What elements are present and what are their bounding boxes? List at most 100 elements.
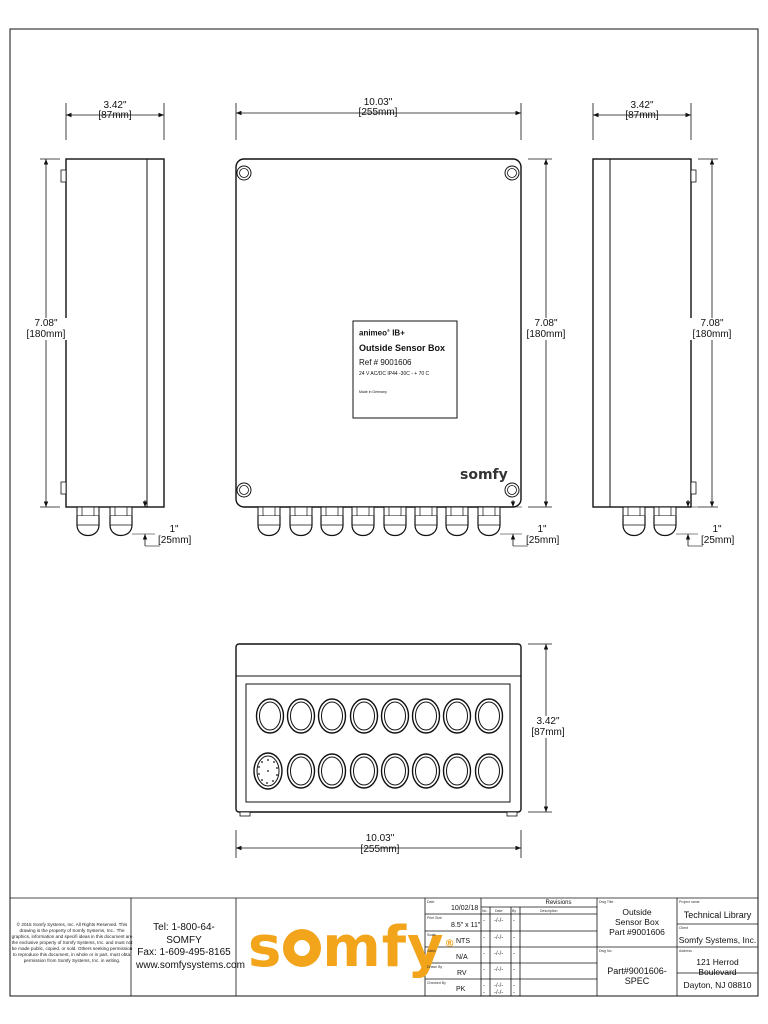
revision-no: - <box>483 918 485 924</box>
revision-no: - <box>483 983 485 989</box>
revision-header-no: No. <box>482 909 488 913</box>
fax-number: Fax: 1-609-495-8165 <box>137 947 231 958</box>
dimension-value: 3.42" <box>630 100 654 111</box>
left-gland-label: 1" [25mm] <box>158 524 192 546</box>
print-size-value: 8.5" x 11" <box>451 922 481 929</box>
product-model-suffix: IB+ <box>389 328 405 338</box>
revision-by: - <box>513 990 515 996</box>
checked-by-label: Checked By <box>427 981 446 985</box>
registered-mark: ® <box>387 328 390 333</box>
front-view <box>235 158 522 537</box>
left-width-label: 3.42" [87mm] <box>95 101 135 121</box>
front-width-label: 10.03" [255mm] <box>358 98 398 118</box>
address-line-2: Dayton, NJ 08810 <box>683 980 752 990</box>
revision-by: - <box>513 918 515 924</box>
legal-notice: © 2015 Somfy Systems, Inc. All Rights Re… <box>11 922 133 963</box>
dwg-title-label: Dwg Title <box>599 900 614 904</box>
address-line-1: 121 Herrod Boulevard <box>696 957 739 977</box>
left-width-dimension <box>65 103 165 140</box>
front-width-dimension <box>235 103 522 140</box>
product-label: animeo® IB+ Outside Sensor Box Ref # 900… <box>359 328 455 394</box>
title-block-grid <box>10 897 758 996</box>
product-brand: animeo <box>359 328 388 338</box>
right-gland-dimension <box>676 500 703 547</box>
sales-value: N/A <box>456 954 468 961</box>
dimension-mm: [25mm] <box>526 535 560 546</box>
revision-header-description: Description <box>540 909 558 913</box>
sales-label: Sales <box>427 949 436 953</box>
left-gland-dimension <box>132 500 160 547</box>
left-side-view <box>60 158 165 537</box>
print-size-label: Print Size <box>427 916 442 920</box>
dwg-title-line: Part #9001606 <box>609 927 665 937</box>
project-name: Technical Library <box>683 910 752 920</box>
scale-value: NTS <box>456 938 470 945</box>
dimension-value: 10.03" <box>365 833 395 844</box>
front-height-label: 7.08" [180mm] <box>524 318 568 340</box>
phone-number: Tel: 1-800-64-SOMFY <box>153 922 215 946</box>
drawn-by-label: Drawn By <box>427 965 443 969</box>
dimension-mm: [180mm] <box>26 329 66 340</box>
dimension-mm: [87mm] <box>98 110 132 121</box>
dimension-mm: [25mm] <box>158 535 192 546</box>
right-width-dimension <box>592 103 692 140</box>
dimension-mm: [87mm] <box>625 110 659 121</box>
revision-date: -/-/- <box>494 935 504 941</box>
revision-by: - <box>513 935 515 941</box>
dimension-mm: [180mm] <box>692 329 732 340</box>
right-width-label: 3.42" [87mm] <box>622 101 662 121</box>
client-label: Client <box>679 926 688 930</box>
dimension-mm: [180mm] <box>526 329 566 340</box>
right-side-view <box>592 158 697 537</box>
contact-info: Tel: 1-800-64-SOMFY Fax: 1-609-495-8165 … <box>136 922 245 972</box>
revision-by: - <box>513 951 515 957</box>
left-height-label: 7.08" [180mm] <box>24 318 68 340</box>
dimension-mm: [255mm] <box>358 107 398 118</box>
revision-date: -/-/- <box>494 983 504 989</box>
drawn-by-value: RV <box>457 970 467 977</box>
revision-no: - <box>483 935 485 941</box>
dimension-value: 1" <box>169 524 179 535</box>
dimension-value: 7.08" <box>534 318 558 329</box>
bottom-width-dimension <box>235 830 522 858</box>
revision-by: - <box>513 967 515 973</box>
dimension-mm: [255mm] <box>360 844 400 855</box>
right-height-label: 7.08" [180mm] <box>690 318 734 340</box>
bottom-view <box>235 643 522 817</box>
revision-date: -/-/- <box>494 990 504 996</box>
dimension-value: 1" <box>537 524 547 535</box>
page-border <box>9 28 759 997</box>
revision-no: - <box>483 951 485 957</box>
dimension-mm: [25mm] <box>701 535 735 546</box>
front-gland-label: 1" [25mm] <box>526 524 560 546</box>
dimension-value: 7.08" <box>34 318 58 329</box>
dimension-value: 1" <box>712 524 722 535</box>
client-name: Somfy Systems, Inc. <box>678 935 757 945</box>
date-value: 10/02/18 <box>451 905 479 912</box>
product-ref: Ref # 9001606 <box>359 357 412 367</box>
website: www.somfysystems.com <box>136 959 245 971</box>
dwg-title-line: Outside <box>622 907 652 917</box>
bottom-width-label: 10.03" [255mm] <box>358 833 402 855</box>
date-label: Date <box>427 900 435 904</box>
dimension-value: 7.08" <box>700 318 724 329</box>
front-gland-dimension <box>500 500 528 547</box>
revision-no: - <box>483 967 485 973</box>
right-gland-label: 1" [25mm] <box>701 524 735 546</box>
revisions-title: Revisions <box>545 900 572 906</box>
dimension-value: 3.42" <box>103 100 127 111</box>
box-logo: somfy <box>460 467 508 483</box>
checked-by-value: PK <box>456 986 466 993</box>
revision-header-date: Date <box>495 909 503 913</box>
dimension-mm: [87mm] <box>531 727 565 738</box>
product-model: animeo® IB+ <box>359 328 455 338</box>
revision-header-by: By <box>512 909 517 913</box>
product-origin: Made in Germany <box>359 389 387 394</box>
dwg-number: Part#9001606-SPEC <box>607 966 667 986</box>
project-label: Project name <box>679 900 700 904</box>
scale-label: Scale <box>427 933 436 937</box>
revision-date: -/-/- <box>494 951 504 957</box>
bottom-depth-label: 3.42" [87mm] <box>530 716 566 738</box>
revision-no: - <box>483 990 485 996</box>
